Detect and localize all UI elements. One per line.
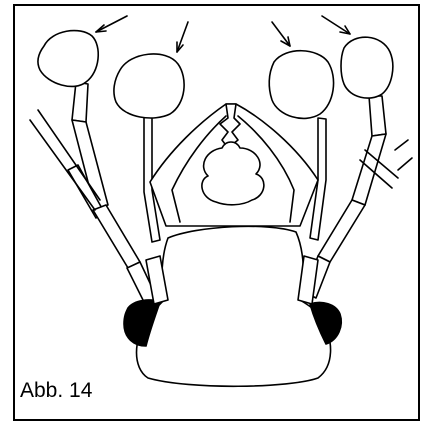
head-capsule bbox=[137, 226, 331, 386]
club-head-right-outer bbox=[341, 37, 393, 98]
arrow-2 bbox=[177, 22, 188, 52]
arrow-3 bbox=[272, 22, 290, 46]
arrow-1 bbox=[96, 16, 127, 32]
club-head-right-inner bbox=[269, 51, 333, 119]
arrow-4 bbox=[322, 16, 350, 34]
figure-caption: Abb. 14 bbox=[20, 379, 92, 403]
club-head-left-inner bbox=[114, 54, 184, 118]
club-head-left-outer bbox=[38, 31, 98, 87]
